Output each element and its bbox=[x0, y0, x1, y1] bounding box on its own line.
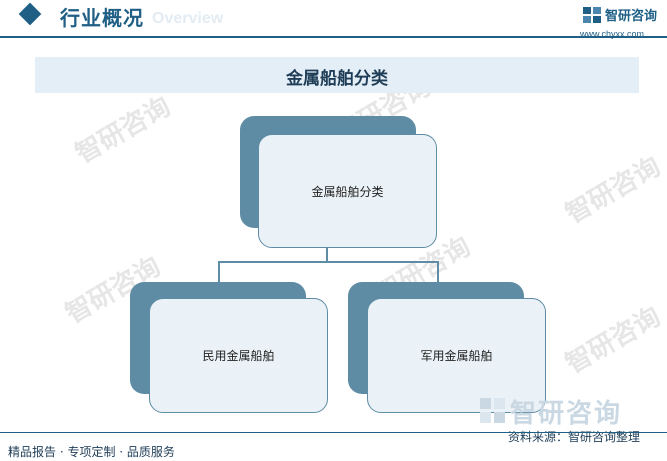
watermark-logo-text: 智研咨询 bbox=[510, 399, 623, 429]
connector-right-down bbox=[437, 261, 439, 283]
page-subtitle: Overview bbox=[152, 10, 224, 27]
brand-url: www.chyxx.com bbox=[580, 29, 645, 39]
watermark-logo-icon bbox=[480, 398, 505, 423]
brand-logo-icon bbox=[583, 7, 601, 23]
header-divider bbox=[0, 36, 667, 38]
footer-slogan: 精品报告 · 专项定制 · 品质服务 bbox=[8, 445, 175, 459]
root-node: 金属船舶分类 bbox=[258, 134, 437, 248]
child-node-military: 军用金属船舶 bbox=[367, 298, 546, 413]
root-node-label: 金属船舶分类 bbox=[311, 184, 384, 199]
connector-horizontal bbox=[218, 261, 438, 263]
diagram-title: 金属船舶分类 bbox=[286, 69, 388, 89]
footer-divider bbox=[0, 432, 667, 433]
connector-root-down bbox=[326, 247, 328, 262]
child-node-military-label: 军用金属船舶 bbox=[420, 349, 493, 363]
title-band: 金属船舶分类 bbox=[35, 57, 639, 93]
child-node-civil: 民用金属船舶 bbox=[149, 298, 328, 413]
child-node-civil-label: 民用金属船舶 bbox=[202, 349, 275, 363]
brand-name: 智研咨询 bbox=[605, 9, 658, 24]
watermark: 智研咨询 bbox=[560, 151, 666, 230]
connector-left-down bbox=[218, 261, 220, 283]
source-note: 资料来源：智研咨询整理 bbox=[508, 430, 641, 444]
watermark: 智研咨询 bbox=[560, 301, 666, 380]
header-diamond-icon bbox=[18, 2, 42, 26]
watermark: 智研咨询 bbox=[70, 91, 176, 170]
page-title: 行业概况 bbox=[60, 6, 144, 30]
